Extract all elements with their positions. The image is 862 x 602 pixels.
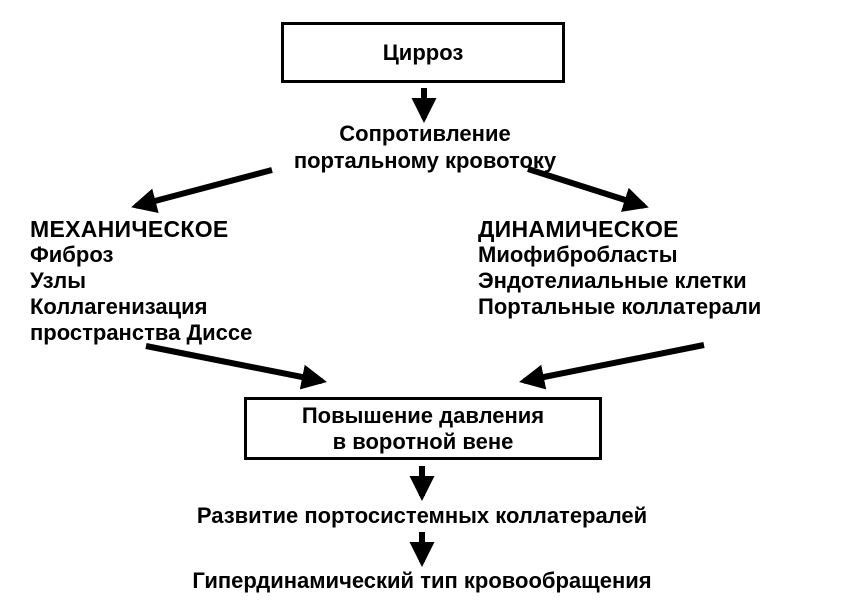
dynamic-heading: ДИНАМИЧЕСКОЕ	[478, 216, 679, 242]
dynamic-item: Портальные коллатерали	[478, 294, 762, 319]
mechanical-item: Коллагенизация	[30, 294, 208, 319]
arrow-dynamic-to-pressure	[519, 342, 705, 390]
mechanical-heading: МЕХАНИЧЕСКОЕ	[30, 216, 229, 242]
mechanical-item: пространства Диссе	[30, 320, 253, 345]
arrow-resistance-to-dynamic	[527, 166, 649, 212]
collaterals-text: Развитие портосистемных коллатералей	[196, 503, 648, 528]
circulation-text: Гипердинамический тип кровообращения	[192, 568, 652, 593]
resistance-line-2: портальному кровотоку	[293, 148, 557, 173]
dynamic-item: Миофибробласты	[478, 242, 678, 267]
portal-pressure-box: Повышение давления в воротной вене	[244, 397, 602, 460]
mechanical-list: МЕХАНИЧЕСКОЕ Фиброз Узлы Коллагенизация …	[30, 216, 252, 346]
dynamic-item: Эндотелиальные клетки	[478, 268, 747, 293]
portal-pressure-label: Повышение давления в воротной вене	[302, 403, 544, 455]
resistance-text: Сопротивление портальному кровотоку	[210, 120, 640, 174]
pressure-line-1: Повышение давления	[301, 402, 545, 428]
resistance-line-1: Сопротивление	[339, 121, 511, 146]
cirrhosis-box: Цирроз	[281, 22, 565, 83]
pressure-line-2: в воротной вене	[332, 428, 514, 454]
mechanical-item: Фиброз	[30, 242, 114, 267]
arrow-resistance-to-mechanical	[131, 167, 273, 214]
arrow-mechanical-to-pressure	[145, 343, 327, 390]
dynamic-list: ДИНАМИЧЕСКОЕ Миофибробласты Эндотелиальн…	[478, 216, 761, 320]
mechanical-item: Узлы	[30, 268, 86, 293]
cirrhosis-label: Цирроз	[382, 40, 464, 65]
